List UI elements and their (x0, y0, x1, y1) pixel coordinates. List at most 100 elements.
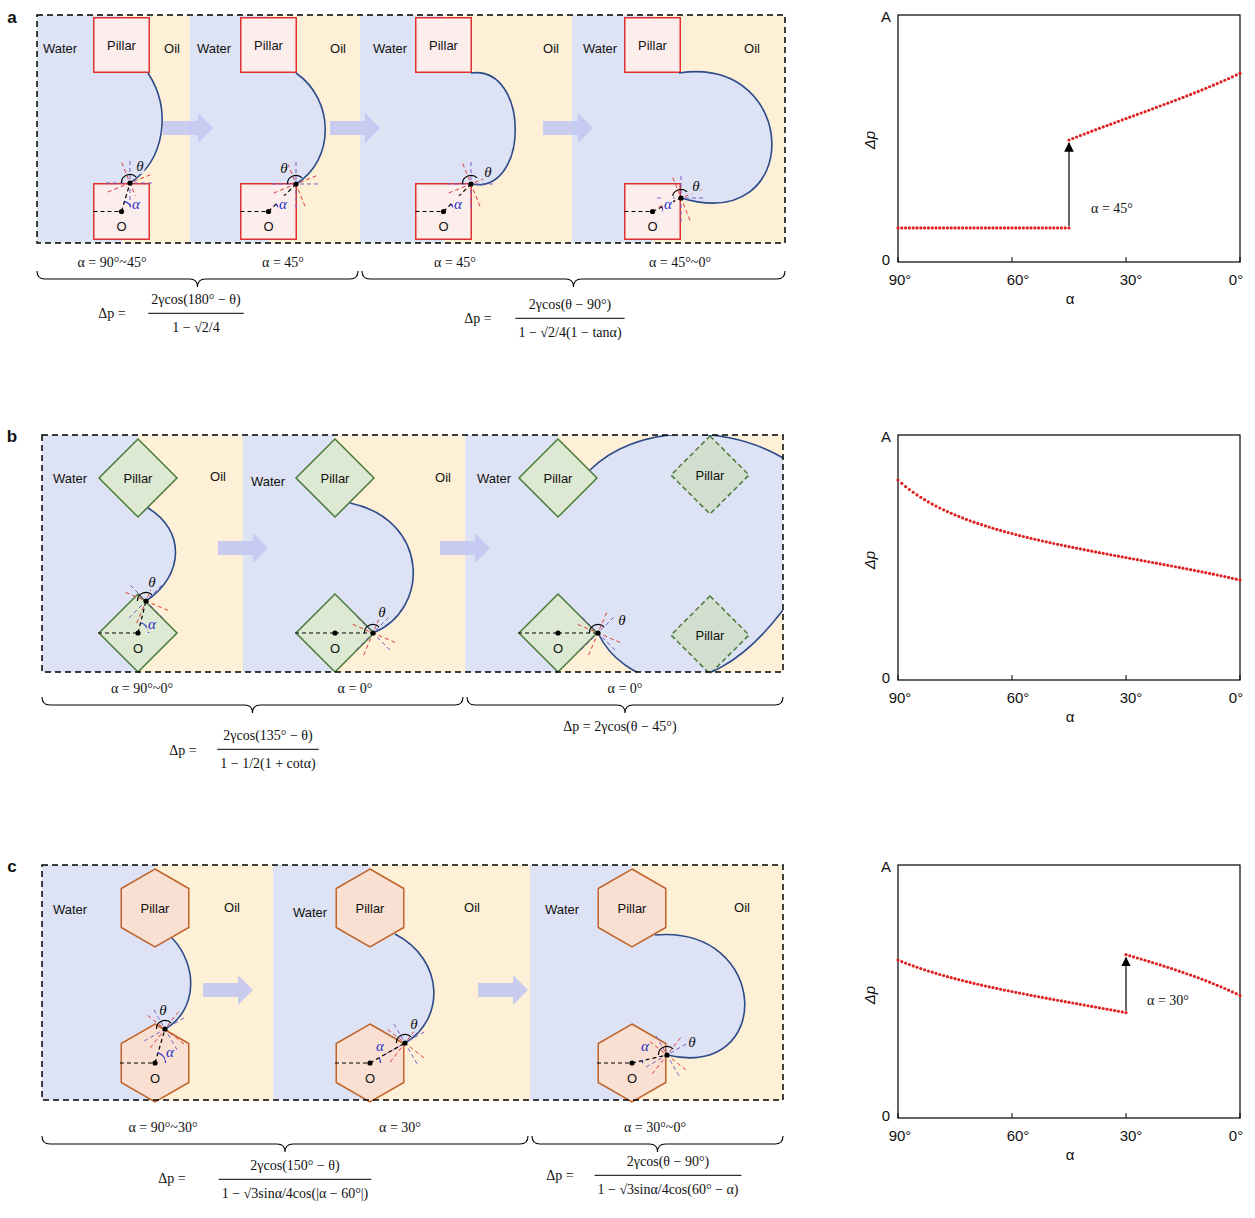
data-point (1124, 953, 1127, 956)
label-holder: A (881, 428, 891, 446)
meniscus-curve (395, 934, 434, 1043)
data-point (938, 506, 941, 509)
data-point (934, 504, 937, 507)
meniscus-curve (679, 72, 772, 203)
data-point (923, 968, 926, 971)
data-point (927, 500, 930, 503)
data-point (953, 977, 956, 980)
formula-text: 2γcos(135° − θ) (223, 728, 312, 743)
data-point (915, 493, 918, 496)
pillar-text: Pillar (638, 38, 667, 53)
formula-text: 1 − 1/2(1 + cotα) (220, 756, 315, 771)
step-arrow (543, 113, 593, 143)
pillar-text: O (553, 641, 563, 656)
angle-label: α (453, 196, 463, 212)
formula-text: 1 − √3sinα/4cos(|α − 60°|) (222, 1186, 369, 1201)
data-point (1185, 567, 1188, 570)
data-point (931, 502, 934, 505)
data-point (1117, 555, 1120, 558)
data-point (950, 512, 953, 515)
axis-tick (1126, 1113, 1127, 1118)
label-holder: c (7, 857, 16, 877)
data-point (1162, 563, 1165, 566)
oil-region (243, 435, 465, 672)
center-dot (650, 209, 655, 214)
data-point (896, 478, 899, 481)
axis-tick (1126, 675, 1127, 680)
tangent-line (646, 1043, 688, 1067)
data-point (1189, 93, 1192, 96)
data-point (1216, 984, 1219, 987)
data-point (1238, 72, 1241, 75)
phase-label: Oil (164, 41, 180, 56)
data-point (1185, 94, 1188, 97)
data-point (1227, 576, 1230, 579)
label-holder: α = 45° (434, 253, 476, 271)
center-dot (367, 1060, 372, 1065)
label-holder: 1 − √2/4 (172, 318, 219, 336)
formula-text: 2γcos(θ − 90°) (529, 297, 611, 312)
data-point (1018, 992, 1021, 995)
data-point (1010, 226, 1013, 229)
alpha-arc (379, 1057, 382, 1063)
label-holder: Oil (330, 39, 346, 57)
axis-label: 0 (882, 1107, 890, 1124)
data-point (1064, 226, 1067, 229)
formula-text: α = 30°~0° (624, 1120, 686, 1135)
pillar-node: Pillar (670, 435, 750, 515)
angle-label: θ (409, 1016, 418, 1032)
data-point (1018, 226, 1021, 229)
axis-label: 0 (882, 669, 890, 686)
tangent-line (146, 1014, 184, 1044)
data-point (1238, 578, 1241, 581)
data-point (1105, 552, 1108, 555)
angle-label: θ (617, 612, 626, 628)
data-point (980, 984, 983, 987)
phase-label: Oil (464, 900, 480, 915)
data-point (1075, 547, 1078, 550)
pillar-node: Pillar (670, 595, 750, 675)
axis-tick (898, 1113, 899, 1118)
tangent-line (129, 584, 163, 618)
formula-text: α = 45° (262, 255, 304, 270)
center-dot (152, 1060, 157, 1065)
axis-label: 0° (1229, 271, 1243, 288)
data-point (1143, 110, 1146, 113)
data-point (931, 971, 934, 974)
meniscus-curve (655, 935, 745, 1058)
data-point (904, 226, 907, 229)
label-holder: θ (135, 157, 144, 175)
center-dot (555, 630, 560, 635)
data-point (969, 519, 972, 522)
contact-dot (595, 630, 600, 635)
data-point (1216, 82, 1219, 85)
label-holder: α (1066, 1146, 1075, 1164)
formula-text: 2γcos(180° − θ) (151, 292, 240, 307)
label-holder: 90° (889, 1127, 912, 1145)
radius-line (444, 184, 472, 212)
data-point (1113, 554, 1116, 557)
axis-label: α (1066, 1146, 1075, 1163)
data-point (1014, 991, 1017, 994)
label-holder: Oil (224, 898, 240, 916)
data-point (931, 226, 934, 229)
label-holder: Oil (734, 898, 750, 916)
pillar-text: O (263, 219, 273, 234)
data-point (1098, 551, 1101, 554)
data-point (1200, 570, 1203, 573)
data-point (1086, 131, 1089, 134)
label-holder: Δp = (464, 309, 491, 327)
label-holder: α (640, 1037, 650, 1055)
oil-region (42, 435, 243, 672)
label-holder: Δp (861, 986, 879, 1004)
label-holder: α (278, 195, 288, 213)
angle-label: θ (377, 604, 386, 620)
data-point (953, 226, 956, 229)
data-point (908, 226, 911, 229)
data-point (946, 226, 949, 229)
label-holder: α (375, 1037, 385, 1055)
data-point (1143, 559, 1146, 562)
contact-dot (143, 598, 148, 603)
data-point (1178, 970, 1181, 973)
pillar-text: O (150, 1071, 160, 1086)
